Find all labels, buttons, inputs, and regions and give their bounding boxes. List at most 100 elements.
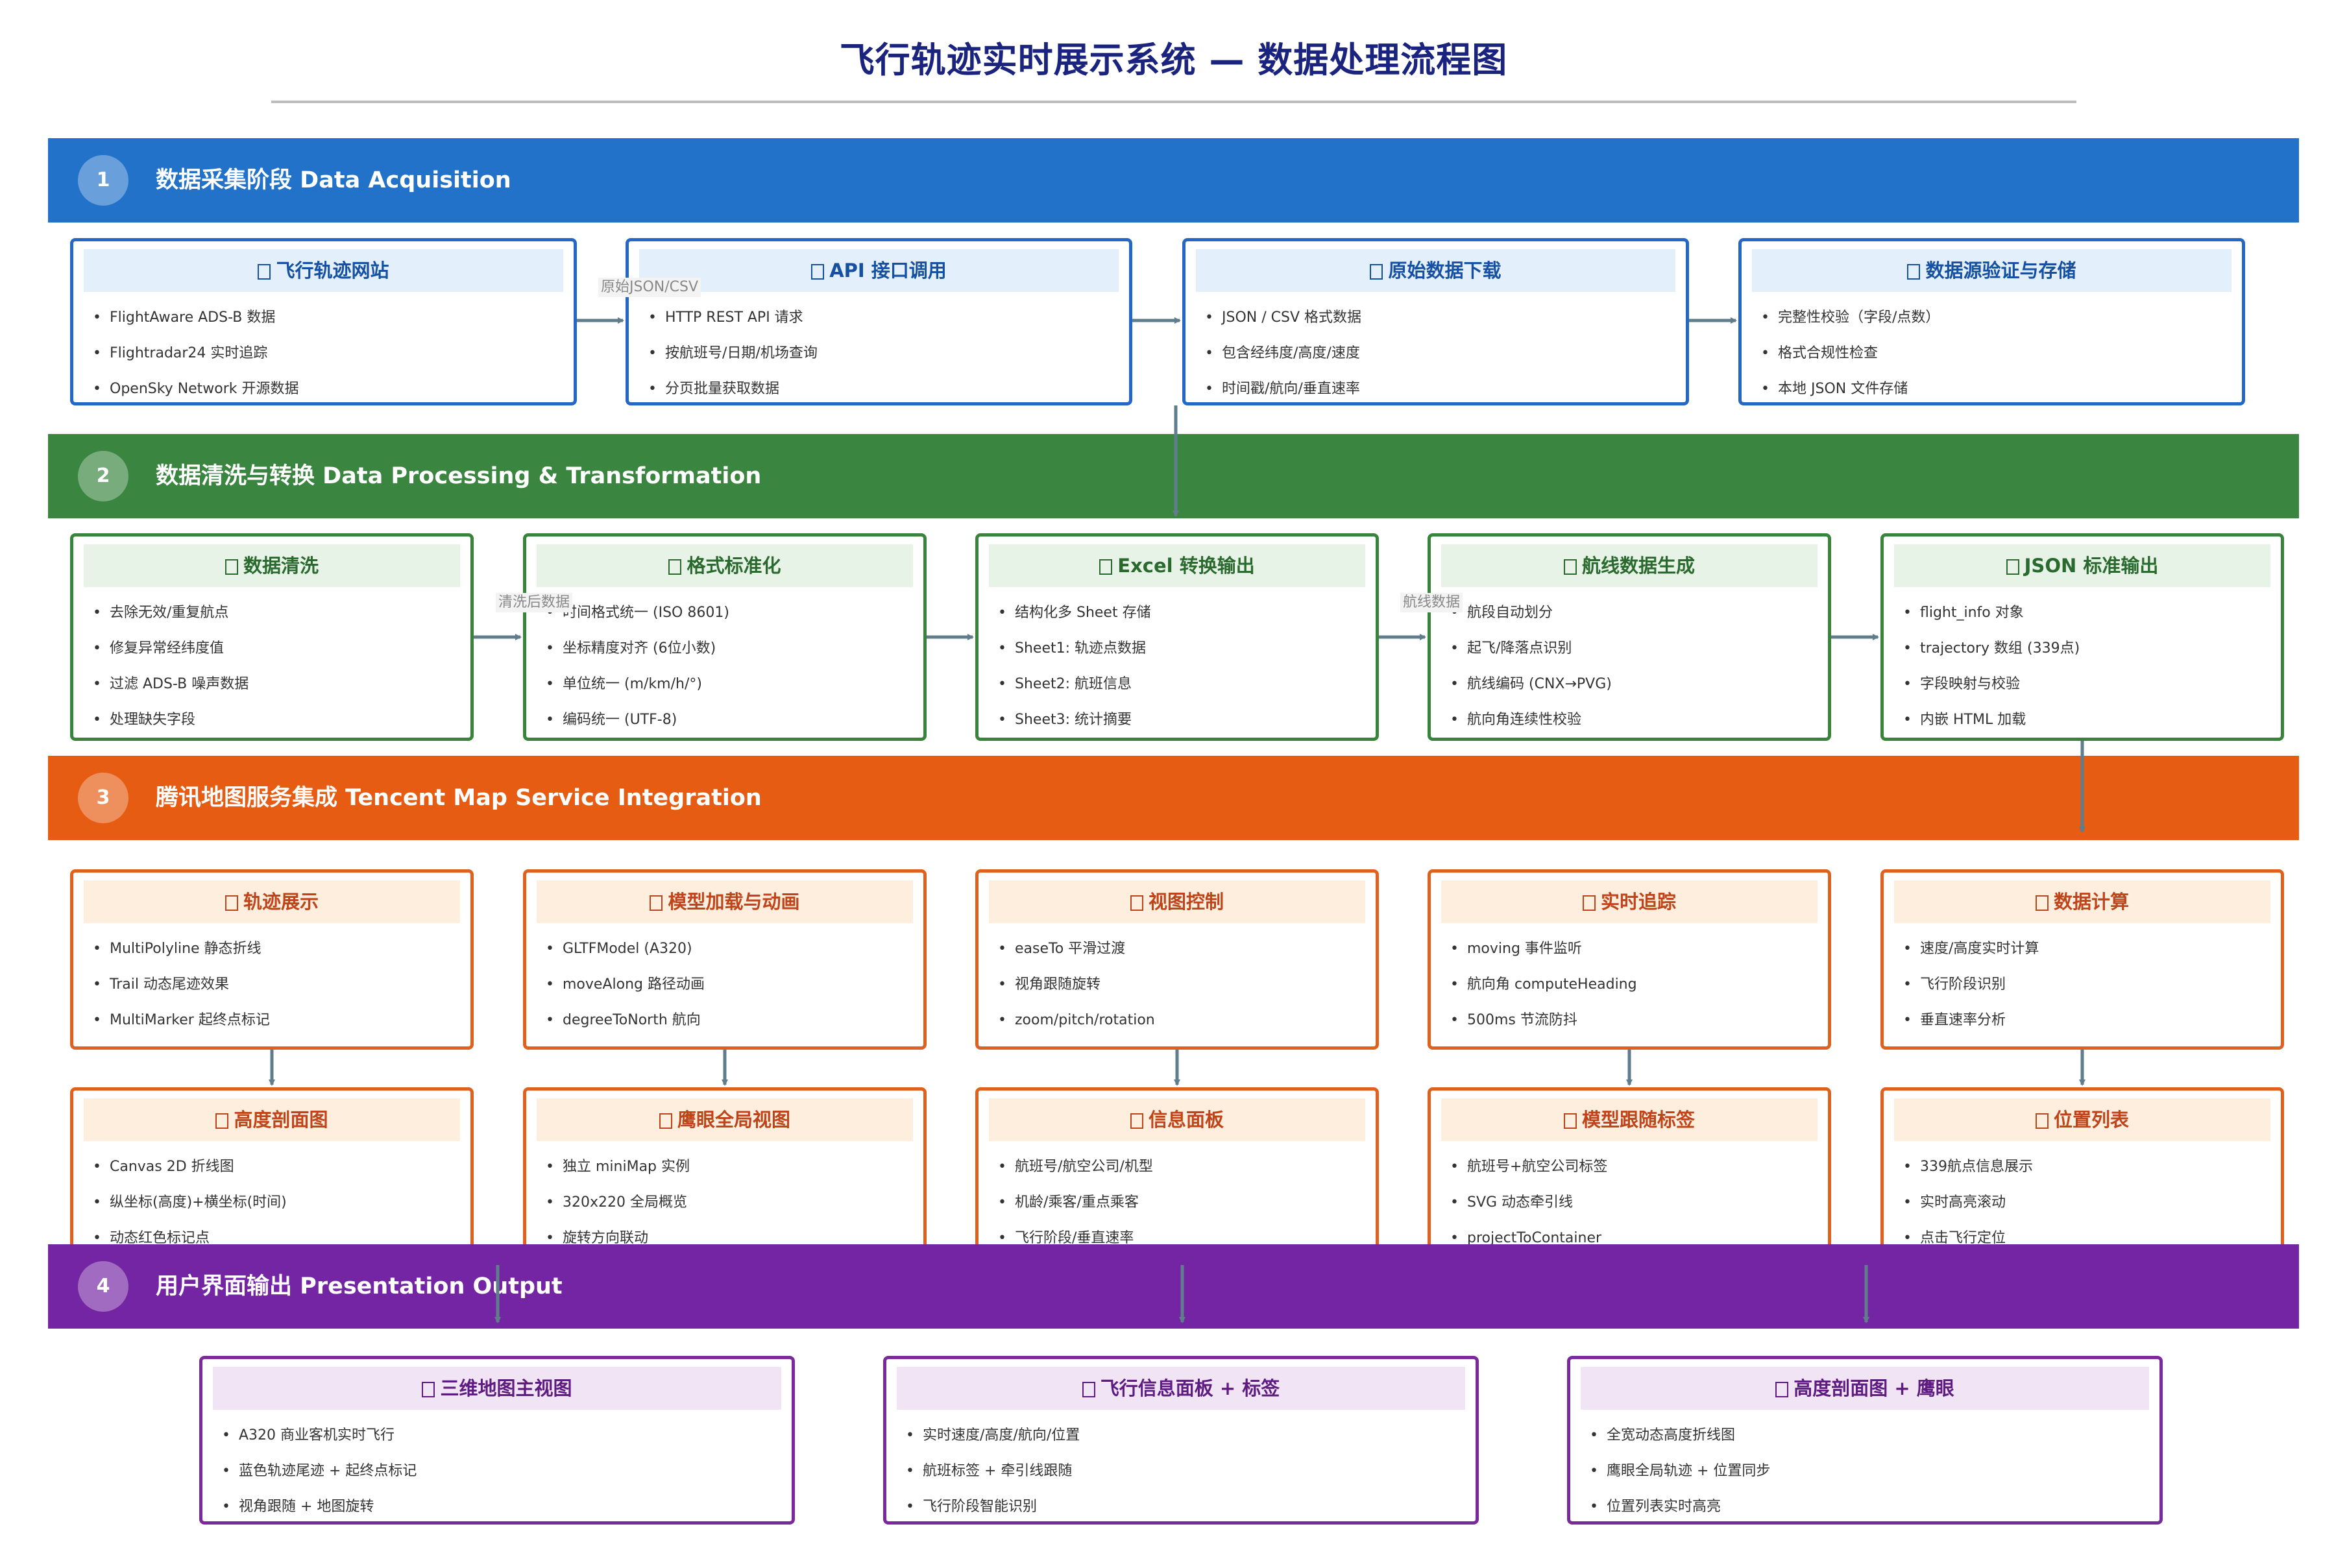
node-item: 坐标精度对齐 (6位小数) bbox=[546, 631, 923, 666]
node-item: 点击飞行定位 bbox=[1903, 1220, 2281, 1256]
box-icon bbox=[2035, 1113, 2049, 1129]
box-icon bbox=[258, 264, 271, 280]
node-title: 数据计算 bbox=[2053, 891, 2129, 913]
node-item: moving 事件监听 bbox=[1450, 931, 1828, 967]
node-item: 位置列表实时高亮 bbox=[1590, 1489, 2159, 1525]
node-flight-info-label: 飞行信息面板 + 标签 实时速度/高度/航向/位置航班标签 + 牵引线跟随飞行阶… bbox=[883, 1356, 1479, 1525]
node-item: 鹰眼全局轨迹 + 位置同步 bbox=[1590, 1453, 2159, 1489]
node-item: 实时速度/高度/航向/位置 bbox=[906, 1417, 1476, 1453]
node-api-call: API 接口调用 HTTP REST API 请求按航班号/日期/机场查询分页批… bbox=[626, 238, 1132, 407]
node-title: 位置列表 bbox=[2053, 1109, 2129, 1131]
node-item: 320x220 全局概览 bbox=[546, 1185, 923, 1220]
box-icon bbox=[2006, 559, 2019, 575]
node-item: 航线编码 (CNX→PVG) bbox=[1450, 666, 1828, 702]
box-icon bbox=[1130, 895, 1143, 911]
node-excel-output: Excel 转换输出 结构化多 Sheet 存储Sheet1: 轨迹点数据She… bbox=[975, 533, 1379, 741]
node-item: 实时高亮滚动 bbox=[1903, 1185, 2281, 1220]
node-item: Trail 动态尾迹效果 bbox=[93, 967, 470, 1002]
node-item: 全宽动态高度折线图 bbox=[1590, 1417, 2159, 1453]
node-item: 起飞/降落点识别 bbox=[1450, 631, 1828, 666]
node-item: 500ms 节流防抖 bbox=[1450, 1002, 1828, 1038]
stage-label: 腾讯地图服务集成 Tencent Map Service Integration bbox=[156, 785, 762, 811]
node-item: OpenSky Network 开源数据 bbox=[93, 371, 574, 407]
node-item: Sheet2: 航班信息 bbox=[998, 666, 1376, 702]
box-icon bbox=[659, 1113, 672, 1129]
node-item: degreeToNorth 航向 bbox=[546, 1002, 923, 1038]
node-item: FlightAware ADS-B 数据 bbox=[93, 300, 574, 335]
node-title: 实时追踪 bbox=[1600, 891, 1676, 913]
box-icon bbox=[668, 559, 682, 575]
box-icon bbox=[1563, 559, 1577, 575]
node-item: 蓝色轨迹尾迹 + 起终点标记 bbox=[222, 1453, 792, 1489]
node-item: 航班号+航空公司标签 bbox=[1450, 1149, 1828, 1185]
node-title: 视图控制 bbox=[1148, 891, 1224, 913]
node-eagle-eye-view: 鹰眼全局视图 独立 miniMap 实例320x220 全局概览旋转方向联动 bbox=[523, 1087, 927, 1270]
node-item: MultiMarker 起终点标记 bbox=[93, 1002, 470, 1038]
node-item: GLTFModel (A320) bbox=[546, 931, 923, 967]
node-item: 按航班号/日期/机场查询 bbox=[648, 335, 1129, 371]
node-source-validation: 数据源验证与存储 完整性校验（字段/点数）格式合规性检查本地 JSON 文件存储 bbox=[1738, 238, 2245, 407]
node-item: 内嵌 HTML 加载 bbox=[1903, 702, 2281, 738]
node-item: 机龄/乘客/重点乘客 bbox=[998, 1185, 1376, 1220]
node-title: 飞行信息面板 + 标签 bbox=[1100, 1377, 1280, 1399]
box-icon bbox=[1775, 1382, 1789, 1397]
node-title: 格式标准化 bbox=[687, 555, 781, 577]
node-item: 去除无效/重复航点 bbox=[93, 595, 470, 631]
node-title: 高度剖面图 bbox=[234, 1109, 328, 1131]
node-item: JSON / CSV 格式数据 bbox=[1205, 300, 1686, 335]
stage-number: 1 bbox=[78, 155, 128, 206]
box-icon bbox=[1130, 1113, 1143, 1129]
node-item: 纵坐标(高度)+横坐标(时间) bbox=[93, 1185, 470, 1220]
node-item: 处理缺失字段 bbox=[93, 702, 470, 738]
node-item: 包含经纬度/高度/速度 bbox=[1205, 335, 1686, 371]
node-item: moveAlong 路径动画 bbox=[546, 967, 923, 1002]
node-item: Sheet3: 统计摘要 bbox=[998, 702, 1376, 738]
node-model-animation: 模型加载与动画 GLTFModel (A320)moveAlong 路径动画de… bbox=[523, 869, 927, 1050]
node-item: 339航点信息展示 bbox=[1903, 1149, 2281, 1185]
stage-band-processing: 2 数据清洗与转换 Data Processing & Transformati… bbox=[48, 434, 2299, 518]
node-item: 修复异常经纬度值 bbox=[93, 631, 470, 666]
node-title: Excel 转换输出 bbox=[1117, 555, 1255, 577]
node-title: 飞行轨迹网站 bbox=[276, 259, 389, 282]
box-icon bbox=[1907, 264, 1921, 280]
node-item: 航班标签 + 牵引线跟随 bbox=[906, 1453, 1476, 1489]
box-icon bbox=[1370, 264, 1383, 280]
node-title: 数据清洗 bbox=[243, 555, 319, 577]
node-flight-websites: 飞行轨迹网站 FlightAware ADS-B 数据Flightradar24… bbox=[70, 238, 577, 407]
node-item: 结构化多 Sheet 存储 bbox=[998, 595, 1376, 631]
node-item: 飞行阶段/垂直速率 bbox=[998, 1220, 1376, 1256]
node-title: 模型加载与动画 bbox=[668, 891, 800, 913]
node-view-control: 视图控制 easeTo 平滑过渡视角跟随旋转zoom/pitch/rotatio… bbox=[975, 869, 1379, 1050]
node-item: 时间格式统一 (ISO 8601) bbox=[546, 595, 923, 631]
stage-band-output: 4 用户界面输出 Presentation Output bbox=[48, 1244, 2299, 1329]
stage-number: 4 bbox=[78, 1261, 128, 1312]
node-title: 轨迹展示 bbox=[243, 891, 319, 913]
node-track-display: 轨迹展示 MultiPolyline 静态折线Trail 动态尾迹效果Multi… bbox=[70, 869, 474, 1050]
box-icon bbox=[650, 895, 663, 911]
box-icon bbox=[1099, 559, 1113, 575]
node-item: 本地 JSON 文件存储 bbox=[1761, 371, 2242, 407]
node-item: MultiPolyline 静态折线 bbox=[93, 931, 470, 967]
node-altitude-profile: 高度剖面图 Canvas 2D 折线图纵坐标(高度)+横坐标(时间)动态红色标记… bbox=[70, 1087, 474, 1270]
node-item: 航向角 computeHeading bbox=[1450, 967, 1828, 1002]
node-item: 航段自动划分 bbox=[1450, 595, 1828, 631]
page-title: 飞行轨迹实时展示系统 — 数据处理流程图 bbox=[839, 40, 1508, 80]
node-item: 单位统一 (m/km/h/°) bbox=[546, 666, 923, 702]
node-item: 完整性校验（字段/点数） bbox=[1761, 300, 2242, 335]
node-title: 模型跟随标签 bbox=[1581, 1109, 1695, 1131]
node-item: 速度/高度实时计算 bbox=[1903, 931, 2281, 967]
node-data-cleaning: 数据清洗 去除无效/重复航点修复异常经纬度值过滤 ADS-B 噪声数据处理缺失字… bbox=[70, 533, 474, 741]
node-item: Flightradar24 实时追踪 bbox=[93, 335, 574, 371]
node-item: zoom/pitch/rotation bbox=[998, 1002, 1376, 1038]
node-item: 视角跟随旋转 bbox=[998, 967, 1376, 1002]
node-title: 高度剖面图 + 鹰眼 bbox=[1794, 1377, 1954, 1399]
node-item: 过滤 ADS-B 噪声数据 bbox=[93, 666, 470, 702]
stage-number: 3 bbox=[78, 773, 128, 823]
node-item: SVG 动态牵引线 bbox=[1450, 1185, 1828, 1220]
node-item: 飞行阶段识别 bbox=[1903, 967, 2281, 1002]
node-title: 航线数据生成 bbox=[1581, 555, 1695, 577]
node-item: HTTP REST API 请求 bbox=[648, 300, 1129, 335]
box-icon bbox=[1582, 895, 1596, 911]
node-route-generation: 航线数据生成 航段自动划分起飞/降落点识别航线编码 (CNX→PVG)航向角连续… bbox=[1428, 533, 1831, 741]
edge-label-raw: 原始JSON/CSV bbox=[598, 278, 701, 297]
